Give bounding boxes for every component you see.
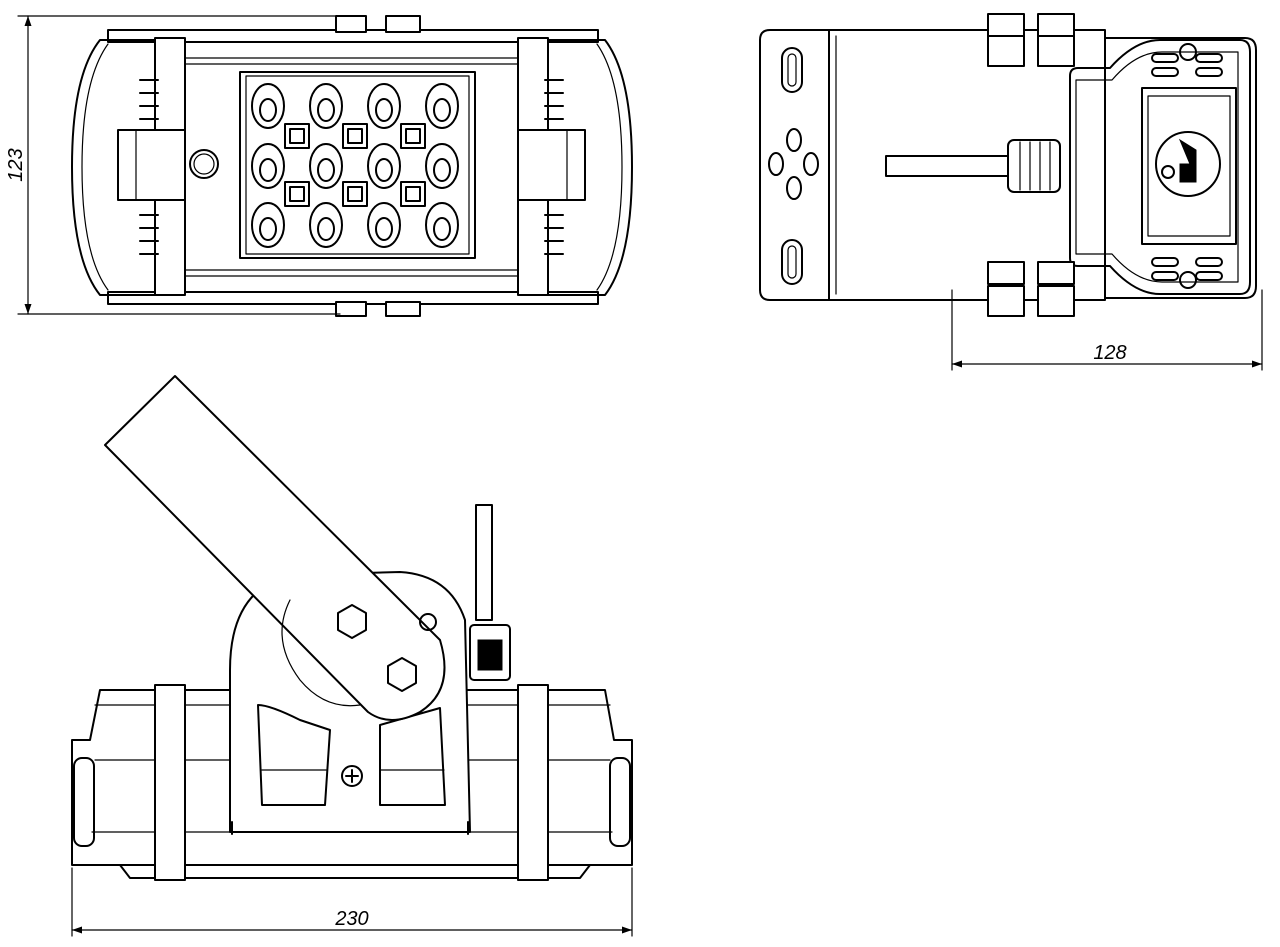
dimension-label-width: 128 bbox=[1093, 342, 1126, 364]
dimension-label-length: 230 bbox=[334, 908, 368, 930]
dimension-width: 128 bbox=[951, 289, 1263, 371]
dimension-height: 123 bbox=[5, 15, 341, 315]
led-lens-grid bbox=[251, 83, 459, 248]
dimension-length: 230 bbox=[71, 867, 633, 937]
dimension-label-height: 123 bbox=[5, 148, 27, 181]
top-view bbox=[759, 13, 1257, 317]
side-view bbox=[71, 375, 633, 881]
front-view bbox=[71, 15, 633, 317]
